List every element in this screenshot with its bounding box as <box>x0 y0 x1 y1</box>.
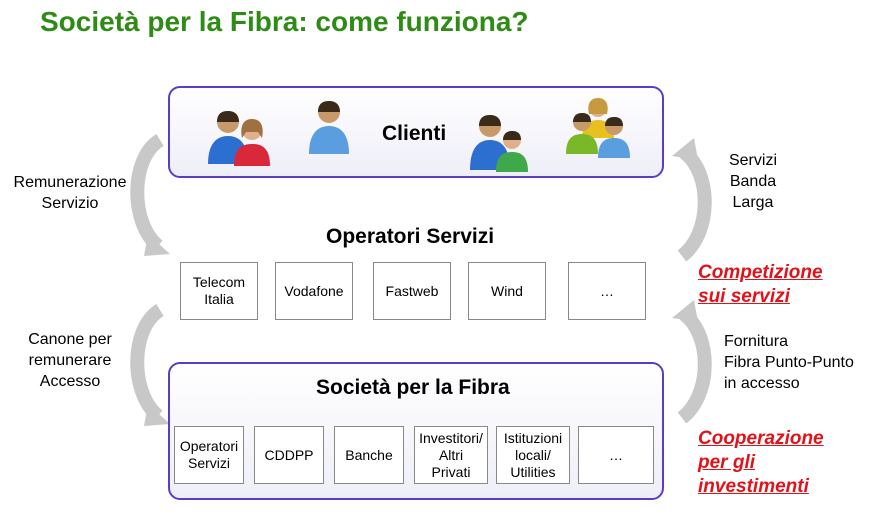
operator-cell: Telecom Italia <box>180 262 258 320</box>
person-icon <box>309 101 349 154</box>
people-couple-icon <box>208 111 270 166</box>
left-arrow-bottom-icon <box>130 304 170 426</box>
broadband-services-label: Servizi Banda Larga <box>728 152 777 211</box>
fiber-company-cell: Istituzioni locali/ Utilities <box>496 426 570 484</box>
competition-label: Competizione sui servizi <box>698 262 823 307</box>
cooperation-label: Cooperazione per gli investimenti <box>698 428 824 497</box>
right-arrow-top-icon <box>672 138 712 262</box>
remuneration-label: Remunerazione Servizio <box>13 174 127 212</box>
fiber-company-box: Società per la Fibra Operatori Servizi C… <box>168 362 664 500</box>
people-group-icon <box>566 98 630 158</box>
operator-cell: … <box>568 262 646 320</box>
clients-box: Clienti <box>168 86 664 178</box>
fiber-supply-label: Fornitura Fibra Punto-Punto in accesso <box>724 333 854 392</box>
fiber-company-cell: CDDPP <box>254 426 324 484</box>
operator-cell: Wind <box>468 262 546 320</box>
fiber-company-cell: Banche <box>334 426 404 484</box>
operators-label: Operatori Servizi <box>326 225 495 248</box>
fiber-company-cell: Investitori/ Altri Privati <box>414 426 488 484</box>
fiber-company-label: Società per la Fibra <box>316 376 510 399</box>
people-pair-icon <box>470 115 528 172</box>
access-fee-label: Canone per remunerare Accesso <box>28 331 112 390</box>
operator-cell: Vodafone <box>275 262 353 320</box>
fiber-company-cell: Operatori Servizi <box>174 426 244 484</box>
page-title: Società per la Fibra: come funziona? <box>40 6 529 37</box>
fiber-company-cell: … <box>578 426 654 484</box>
clients-label: Clienti <box>382 122 447 145</box>
left-arrow-top-icon <box>130 134 170 256</box>
operator-cell: Fastweb <box>373 262 451 320</box>
right-arrow-bottom-icon <box>672 300 712 424</box>
